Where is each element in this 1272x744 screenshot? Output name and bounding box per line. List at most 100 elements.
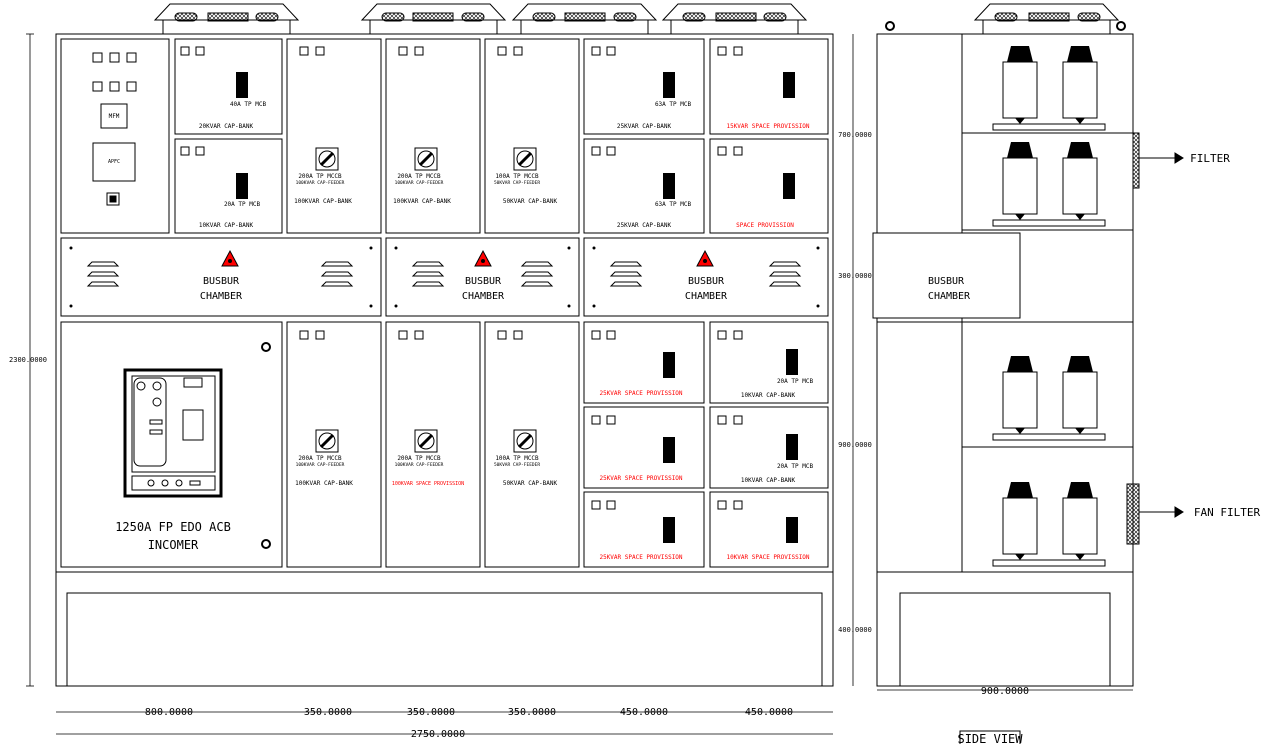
space-provision-label: 25KVAR SPACE PROVISSION [599, 390, 682, 397]
roof-vent [153, 3, 300, 34]
lifting-eye [1116, 21, 1126, 31]
feeder-label: 100KVAR CAP-FEEDER [296, 180, 345, 186]
acb-breaker [123, 368, 223, 498]
incomer-label: INCOMER [148, 538, 199, 552]
filter-arrow-icon [1174, 152, 1184, 164]
feeder-label: 100KVAR CAP-FEEDER [395, 462, 444, 468]
side-busbar-chamber [872, 232, 1021, 319]
dimension-lines [26, 33, 1133, 735]
incomer-panel [60, 321, 283, 568]
warning-triangle-icon [221, 249, 952, 267]
roof-vent [360, 3, 507, 34]
mccb-label: 100A TP MCCB [495, 455, 539, 462]
dimension-width: 450.0000 [620, 707, 668, 718]
dimension-side-width: 900.0000 [981, 686, 1029, 697]
louvre [86, 261, 120, 287]
fan-filter-arrow-icon [1174, 506, 1184, 518]
filter-label: FILTER [1190, 152, 1230, 165]
mcb-label: 20A TP MCB [777, 463, 814, 470]
base-plinth [66, 592, 823, 686]
mccb-label: 200A TP MCCB [397, 173, 441, 180]
dimension-width: 350.0000 [304, 707, 352, 718]
control-compartment [60, 38, 170, 234]
feeder-label: 100KVAR CAP-FEEDER [296, 462, 345, 468]
dimension-width: 350.0000 [407, 707, 455, 718]
dimension-height: 2300.0000 [9, 356, 47, 364]
louvre [768, 261, 802, 287]
mfm-label: MFM [109, 113, 120, 120]
mcb-breaker [236, 72, 798, 543]
busbar-chamber-panel [583, 237, 829, 317]
cap-bank-label: 50KVAR CAP-BANK [503, 198, 558, 205]
mccb-label: 200A TP MCCB [298, 455, 342, 462]
dimension-width: 800.0000 [145, 707, 193, 718]
mccb-label: 200A TP MCCB [397, 455, 441, 462]
space-provision-label: 100KVAR SPACE PROVISSION [392, 481, 464, 487]
busbar-label: CHAMBER [462, 291, 505, 302]
mcb-label: 63A TP MCB [655, 201, 692, 208]
busbar-label: BUSBUR [688, 276, 725, 287]
louvre [609, 261, 643, 287]
door-lock [261, 539, 271, 549]
dimension-total-width: 2750.0000 [411, 729, 465, 740]
busbar-label: BUSBUR [203, 276, 240, 287]
mcb-label: 40A TP MCB [230, 101, 267, 108]
cap-bank-label: 10KVAR CAP-BANK [741, 392, 796, 399]
mccb-label: 100A TP MCCB [495, 173, 539, 180]
cap-bank-label: 10KVAR CAP-BANK [741, 477, 796, 484]
roof-vent [511, 3, 658, 34]
feeder-label: 50KVAR CAP-FEEDER [494, 462, 540, 468]
selector-switch [106, 192, 120, 206]
lifting-eye [885, 21, 895, 31]
feeder-label: 50KVAR CAP-FEEDER [494, 180, 540, 186]
mccb-label: 200A TP MCCB [298, 173, 342, 180]
dimension-width: 350.0000 [508, 707, 556, 718]
dimension-side-height: 700.0000 [838, 131, 872, 139]
space-provision-label: 10KVAR SPACE PROVISSION [726, 554, 809, 561]
door-lock [261, 342, 271, 352]
front-panel-frame [55, 33, 834, 687]
side-busbar-label: CHAMBER [928, 291, 971, 302]
dimension-width: 450.0000 [745, 707, 793, 718]
dimension-side-height: 300.0000 [838, 272, 872, 280]
space-provision-label: 25KVAR SPACE PROVISSION [599, 475, 682, 482]
cap-bank-label: 100KVAR CAP-BANK [393, 198, 451, 205]
capacitor-tray [992, 123, 1106, 567]
push-buttons [180, 46, 743, 510]
space-provision-label: SPACE PROVISSION [736, 222, 794, 229]
dimension-side-height: 400.0000 [838, 626, 872, 634]
space-provision-label: 15KVAR SPACE PROVISSION [726, 123, 809, 130]
mcb-label: 63A TP MCB [655, 101, 692, 108]
roof-vent [661, 3, 808, 34]
busbar-label: CHAMBER [685, 291, 728, 302]
mccb-knob [315, 147, 537, 453]
cap-bank-label: 25KVAR CAP-BANK [617, 222, 672, 229]
cap-bank-label: 10KVAR CAP-BANK [199, 222, 254, 229]
capacitor-terminals [1007, 46, 1093, 560]
feeder-label: 100KVAR CAP-FEEDER [395, 180, 444, 186]
space-provision-label: 25KVAR SPACE PROVISSION [599, 554, 682, 561]
dimension-side-height: 900.0000 [838, 441, 872, 449]
side-busbar-label: BUSBUR [928, 276, 965, 287]
cap-bank-label: 100KVAR CAP-BANK [294, 198, 352, 205]
busbar-chamber-panel [385, 237, 580, 317]
side-view-caption: SIDE VIEW [957, 732, 1023, 744]
indicator-lamps [92, 52, 137, 92]
cap-bank-label: 100KVAR CAP-BANK [295, 480, 353, 487]
louvre [320, 261, 354, 287]
apfc-relay [92, 142, 136, 182]
mfm-meter [100, 103, 128, 129]
side-view-frame [876, 33, 1134, 687]
incomer-label: 1250A FP EDO ACB [115, 520, 231, 534]
mcb-label: 20A TP MCB [777, 378, 814, 385]
fan-filter-label: FAN FILTER [1194, 506, 1261, 519]
cap-bank-label: 50KVAR CAP-BANK [503, 480, 558, 487]
caption-box [959, 730, 1021, 744]
louvre [520, 261, 554, 287]
louvre [411, 261, 445, 287]
busbar-chamber-panel [60, 237, 382, 317]
cap-bank-label: 25KVAR CAP-BANK [617, 123, 672, 130]
apfc-label: APFC [108, 159, 120, 165]
busbar-label: BUSBUR [465, 276, 502, 287]
